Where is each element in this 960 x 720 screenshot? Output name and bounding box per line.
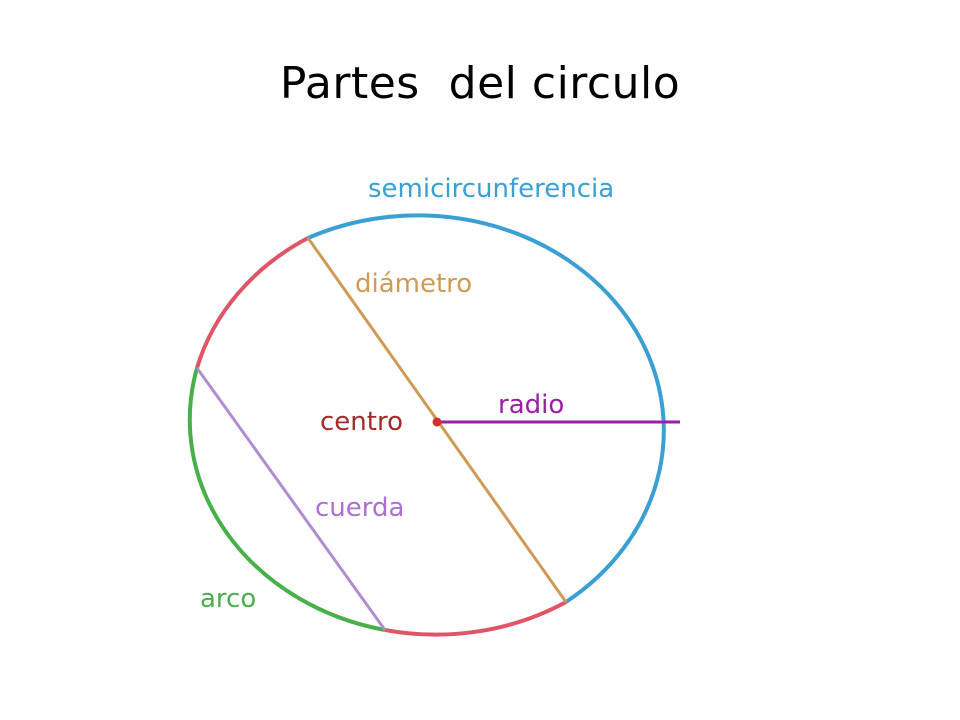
label-centro: centro (320, 407, 403, 437)
circle-arc-bottom (384, 600, 567, 637)
label-radio: radio (498, 390, 564, 420)
page-title: Partes del circulo (279, 58, 681, 109)
cuerda-line (195, 367, 387, 631)
label-diametro: diámetro (355, 269, 472, 299)
centro-point (432, 417, 442, 427)
semicircunferencia-arc (307, 213, 666, 604)
label-cuerda: cuerda (315, 493, 404, 523)
circle-arc-upper-left (195, 236, 309, 369)
label-semicircunferencia: semicircunferencia (368, 174, 614, 204)
label-arco: arco (200, 584, 256, 614)
arco-arc (187, 367, 386, 632)
